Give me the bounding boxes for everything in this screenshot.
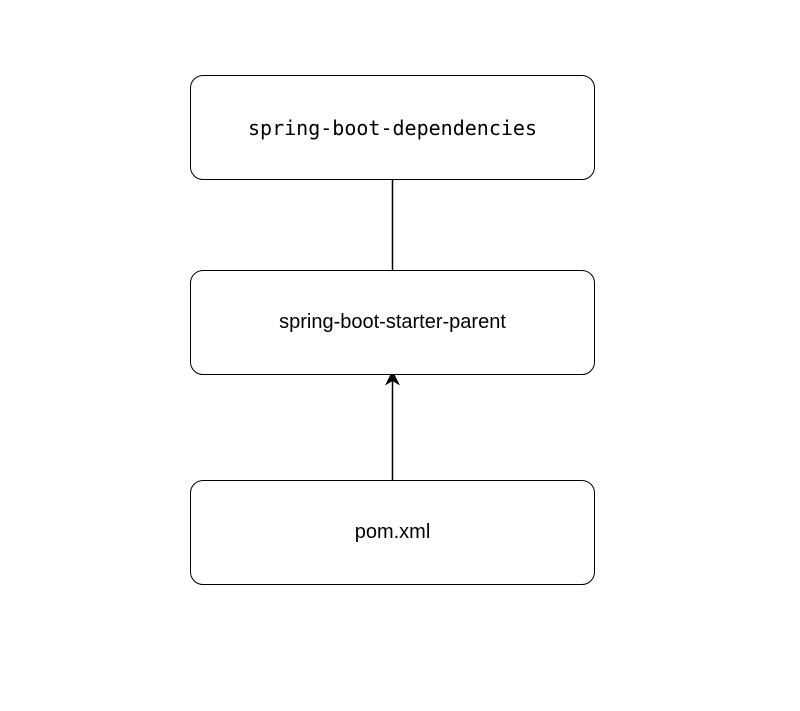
node-spring-boot-dependencies[interactable]: spring-boot-dependencies bbox=[190, 75, 595, 180]
node-spring-boot-starter-parent[interactable]: spring-boot-starter-parent bbox=[190, 270, 595, 375]
node-label-dependencies: spring-boot-dependencies bbox=[248, 115, 537, 140]
node-label-starter-parent: spring-boot-starter-parent bbox=[279, 311, 506, 333]
node-pom-xml[interactable]: pom.xml bbox=[190, 480, 595, 585]
node-label-pom: pom.xml bbox=[354, 521, 431, 543]
